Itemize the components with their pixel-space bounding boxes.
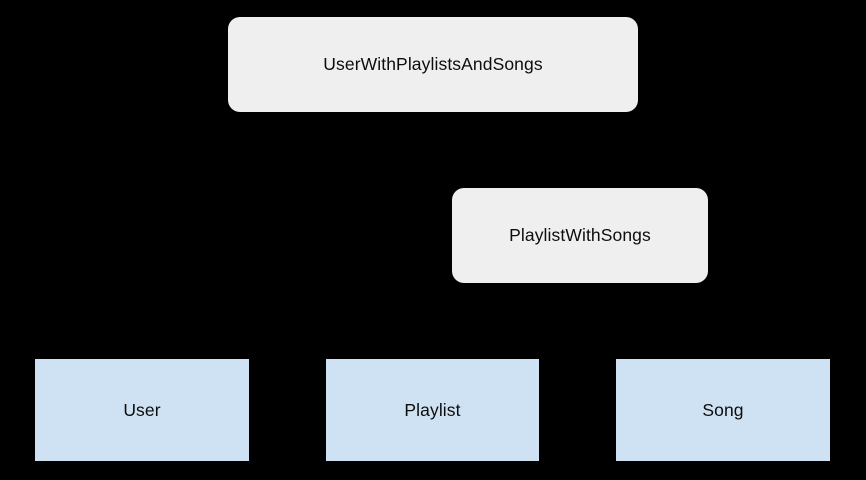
node-playlist-with-songs[interactable]: PlaylistWithSongs [452,188,708,283]
node-label: Song [702,399,744,420]
node-user-with-playlists-and-songs[interactable]: UserWithPlaylistsAndSongs [228,17,638,112]
node-user[interactable]: User [35,359,249,461]
node-label: User [123,399,161,420]
node-playlist[interactable]: Playlist [326,359,539,461]
node-song[interactable]: Song [616,359,830,461]
node-label: Playlist [404,399,461,420]
node-label: PlaylistWithSongs [509,225,651,245]
node-label: UserWithPlaylistsAndSongs [323,54,543,74]
